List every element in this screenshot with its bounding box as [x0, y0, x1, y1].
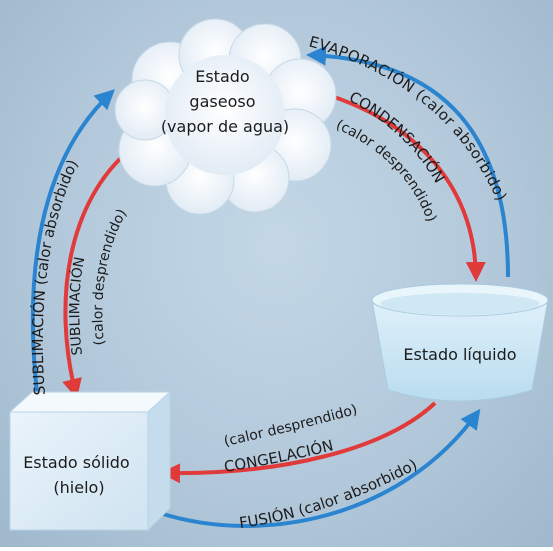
freezing-arrow	[160, 401, 437, 484]
fusion-arrow	[159, 408, 481, 528]
gas-state-label: Estado gaseoso (vapor de agua)	[161, 67, 289, 136]
liquid-state-label: Estado líquido	[403, 345, 516, 364]
gas-cloud	[114, 18, 337, 215]
sublimation-down-heat-label: (calor desprendido)	[90, 206, 130, 346]
sublimation-down-name-label: SUBLIMACIÓN	[67, 256, 88, 356]
solid-state-label: Estado sólido (hielo)	[23, 453, 135, 497]
sublimation-up-arrow	[30, 89, 115, 403]
condensation-heat-label: (calor desprendido)	[333, 117, 439, 224]
ice-cube	[8, 390, 172, 532]
freezing-heat-label: (calor desprendido)	[223, 402, 360, 450]
liquid-bowl	[371, 283, 549, 402]
condensation-arrow	[311, 88, 486, 282]
evaporation-arrow	[306, 45, 510, 278]
sublimation-down-arrow	[62, 146, 134, 399]
